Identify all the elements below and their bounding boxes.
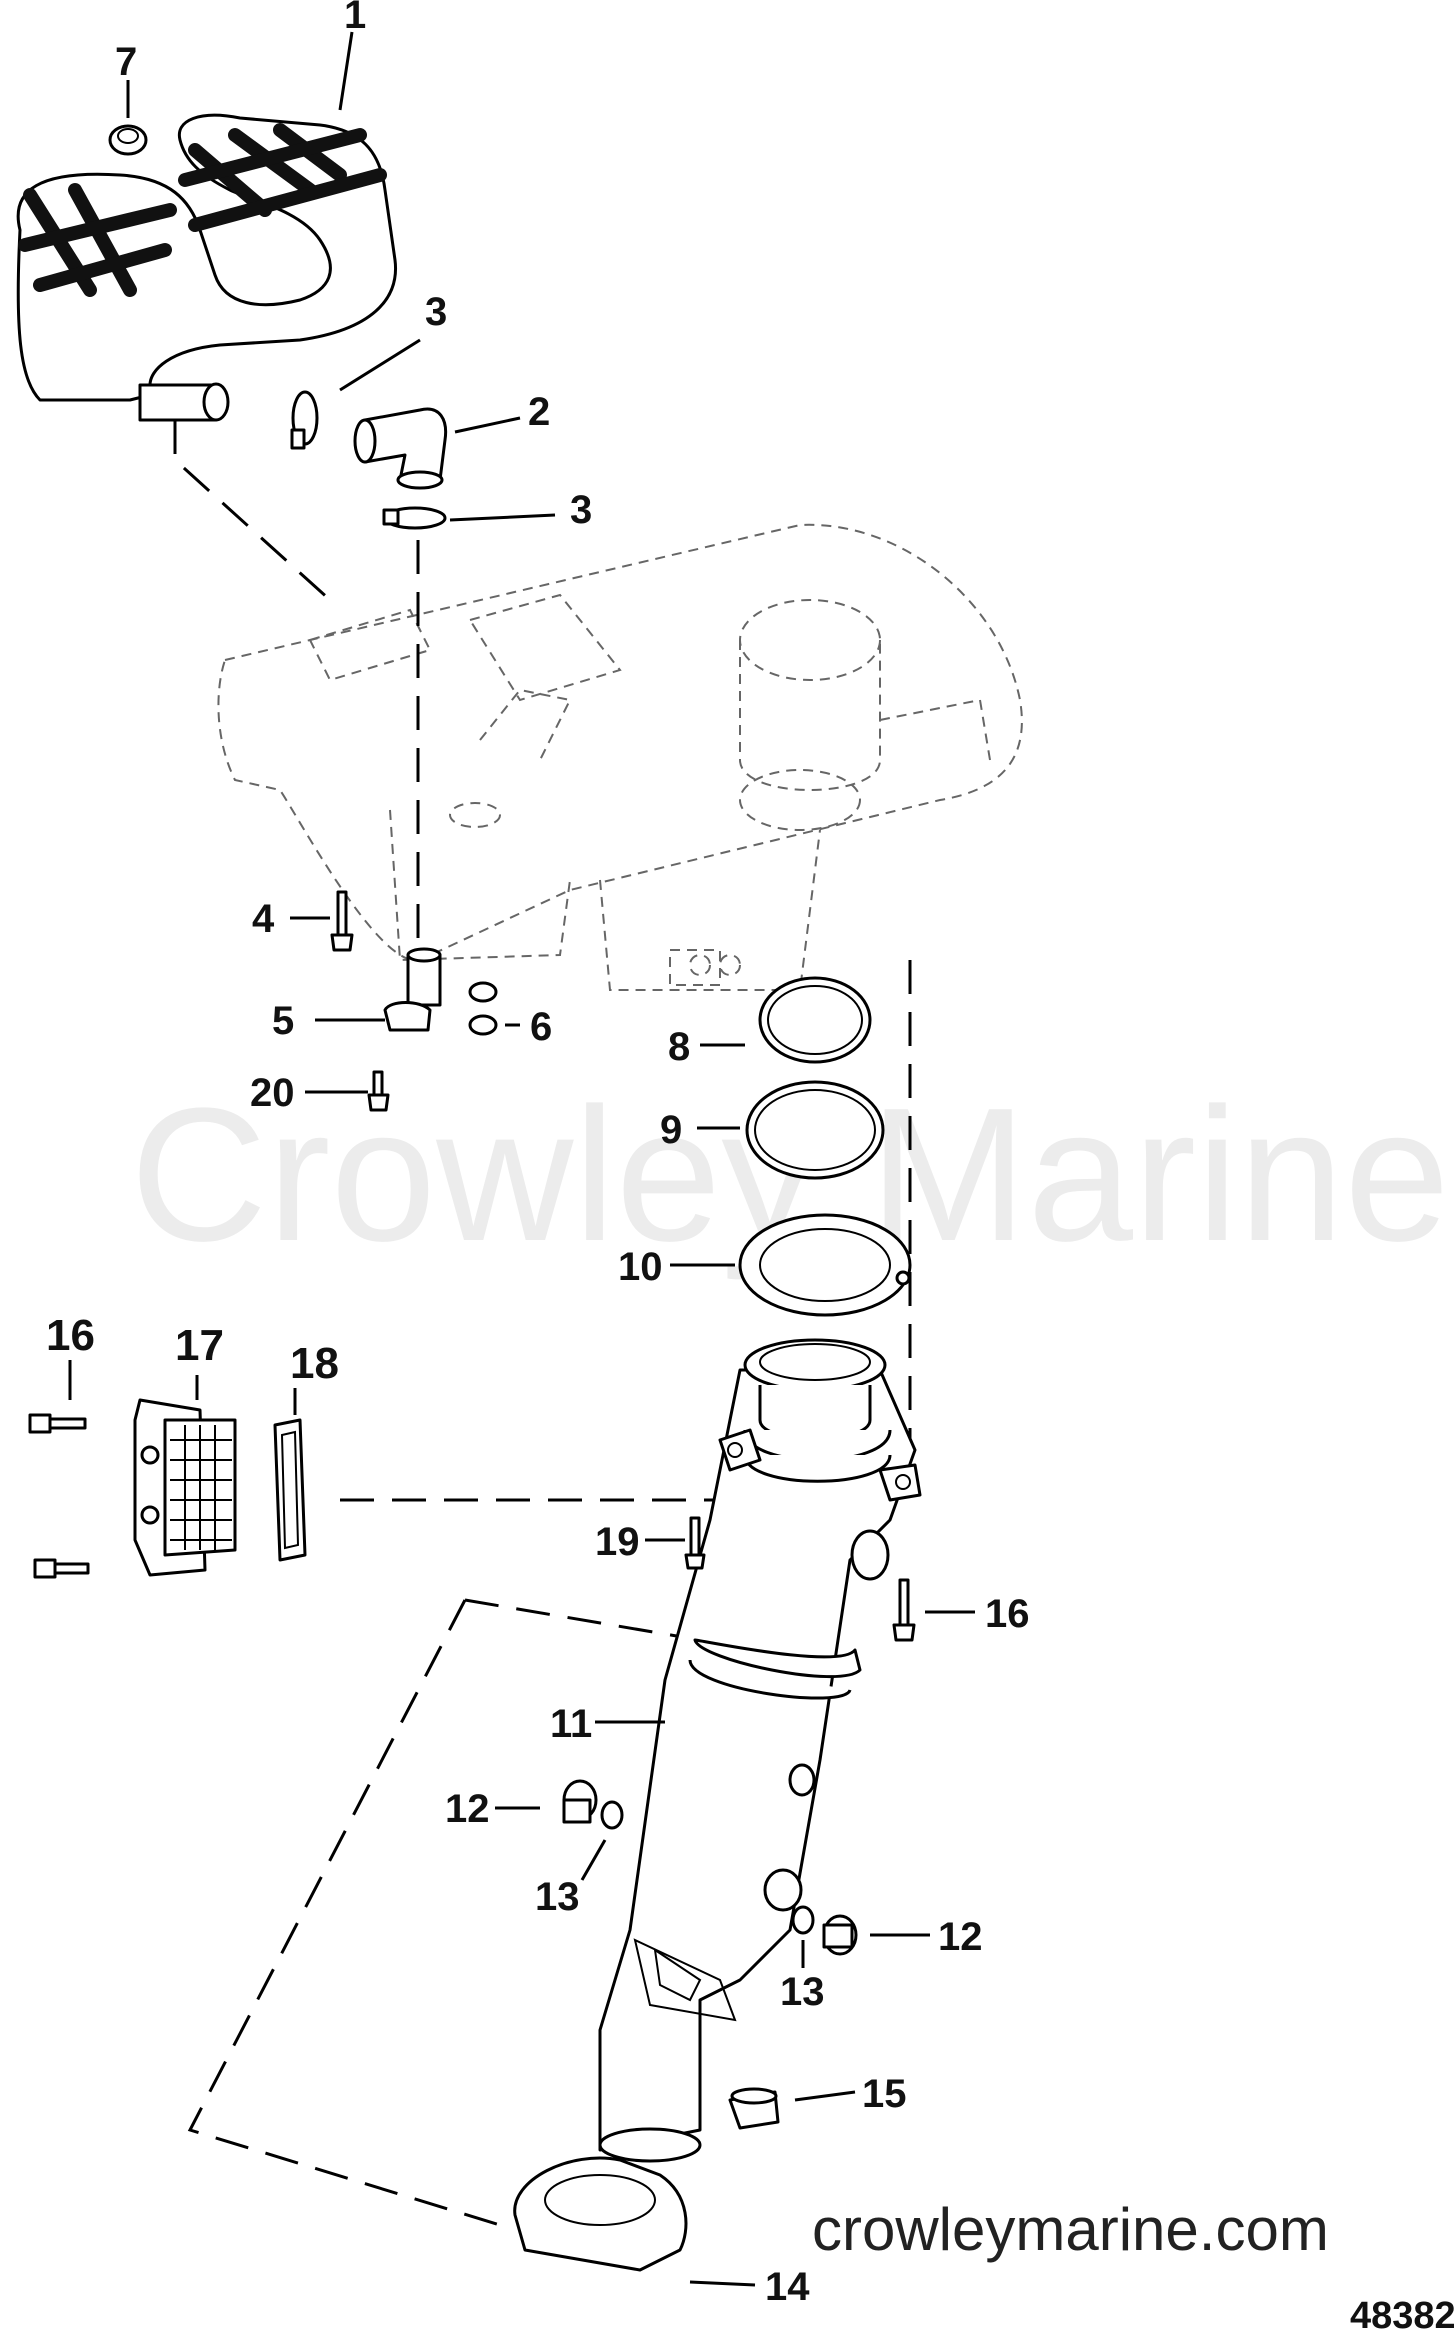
part-16-bolt-left-top xyxy=(28,1413,87,1434)
leader-3a xyxy=(339,338,421,392)
callout-11: 11 xyxy=(550,1702,592,1746)
part-20-bolt xyxy=(367,1070,390,1112)
part-3-clamp-upper xyxy=(290,390,319,450)
callout-10: 10 xyxy=(618,1245,663,1289)
part-13-o-ring-right xyxy=(791,1905,815,1935)
part-19-bolt xyxy=(684,1516,706,1570)
callout-12-left: 12 xyxy=(445,1787,490,1831)
part-3-clamp-lower xyxy=(382,506,447,530)
part-14-collar xyxy=(513,2156,688,2272)
part-17-grill xyxy=(133,1398,237,1577)
leader-box-enclosure xyxy=(187,1598,701,2227)
callout-18: 18 xyxy=(290,1339,339,1388)
part-8-seal-ring-inner xyxy=(767,985,863,1055)
callout-6: 6 xyxy=(530,1005,552,1049)
callout-19: 19 xyxy=(595,1520,640,1564)
callout-15: 15 xyxy=(862,2072,907,2116)
callout-14: 14 xyxy=(765,2265,810,2309)
figure-number: 48382 xyxy=(1350,2295,1454,2337)
callout-17: 17 xyxy=(175,1321,224,1370)
part-18-gasket xyxy=(273,1418,307,1562)
callout-16-right: 16 xyxy=(985,1592,1030,1636)
callout-8: 8 xyxy=(668,1025,690,1069)
callout-7: 7 xyxy=(115,40,137,84)
leader-13a xyxy=(580,1839,607,1881)
part-12-plug-left xyxy=(562,1779,598,1824)
part-9-seal-ring xyxy=(745,1080,885,1180)
website-watermark: crowleymarine.com xyxy=(812,2196,1329,2263)
part-1-hood-cover xyxy=(16,113,398,422)
callout-1: 1 xyxy=(344,0,366,37)
part-6-o-rings xyxy=(468,981,498,1036)
part-8-seal-ring xyxy=(758,976,872,1064)
callout-13-right: 13 xyxy=(780,1970,825,2014)
leader-2 xyxy=(454,416,521,434)
callout-12-right: 12 xyxy=(938,1915,983,1959)
callout-2: 2 xyxy=(528,390,550,434)
callout-20: 20 xyxy=(250,1071,295,1115)
part-16-bolt-right xyxy=(892,1578,916,1642)
part-16-bolt-left-bottom xyxy=(33,1558,90,1579)
callout-9: 9 xyxy=(660,1108,682,1152)
adapter-plate-reference xyxy=(217,523,1023,991)
part-9-seal-ring-inner xyxy=(754,1089,876,1171)
part-13-o-ring-left xyxy=(600,1800,624,1830)
callout-3-lower: 3 xyxy=(570,488,592,532)
callout-4: 4 xyxy=(252,897,275,941)
part-11-exhaust-tube xyxy=(598,1338,922,2163)
leader-14 xyxy=(689,2280,756,2287)
leader-15 xyxy=(794,2090,856,2102)
part-12-plug-right xyxy=(822,1914,858,1956)
callout-5: 5 xyxy=(272,999,294,1043)
callout-16-left: 16 xyxy=(46,1311,95,1360)
part-10-seal xyxy=(738,1213,912,1317)
leader-1 xyxy=(338,31,354,111)
leader-3b xyxy=(449,513,556,522)
callout-13-left: 13 xyxy=(535,1875,580,1919)
part-4-bolt xyxy=(330,890,354,952)
part-2-elbow-hose xyxy=(353,407,448,490)
part-5-fitting xyxy=(383,947,442,1032)
part-15-grommet xyxy=(728,2087,780,2130)
leader-hood-to-plate xyxy=(173,420,332,602)
part-7-grommet xyxy=(108,124,148,156)
callout-3-upper: 3 xyxy=(425,290,447,334)
